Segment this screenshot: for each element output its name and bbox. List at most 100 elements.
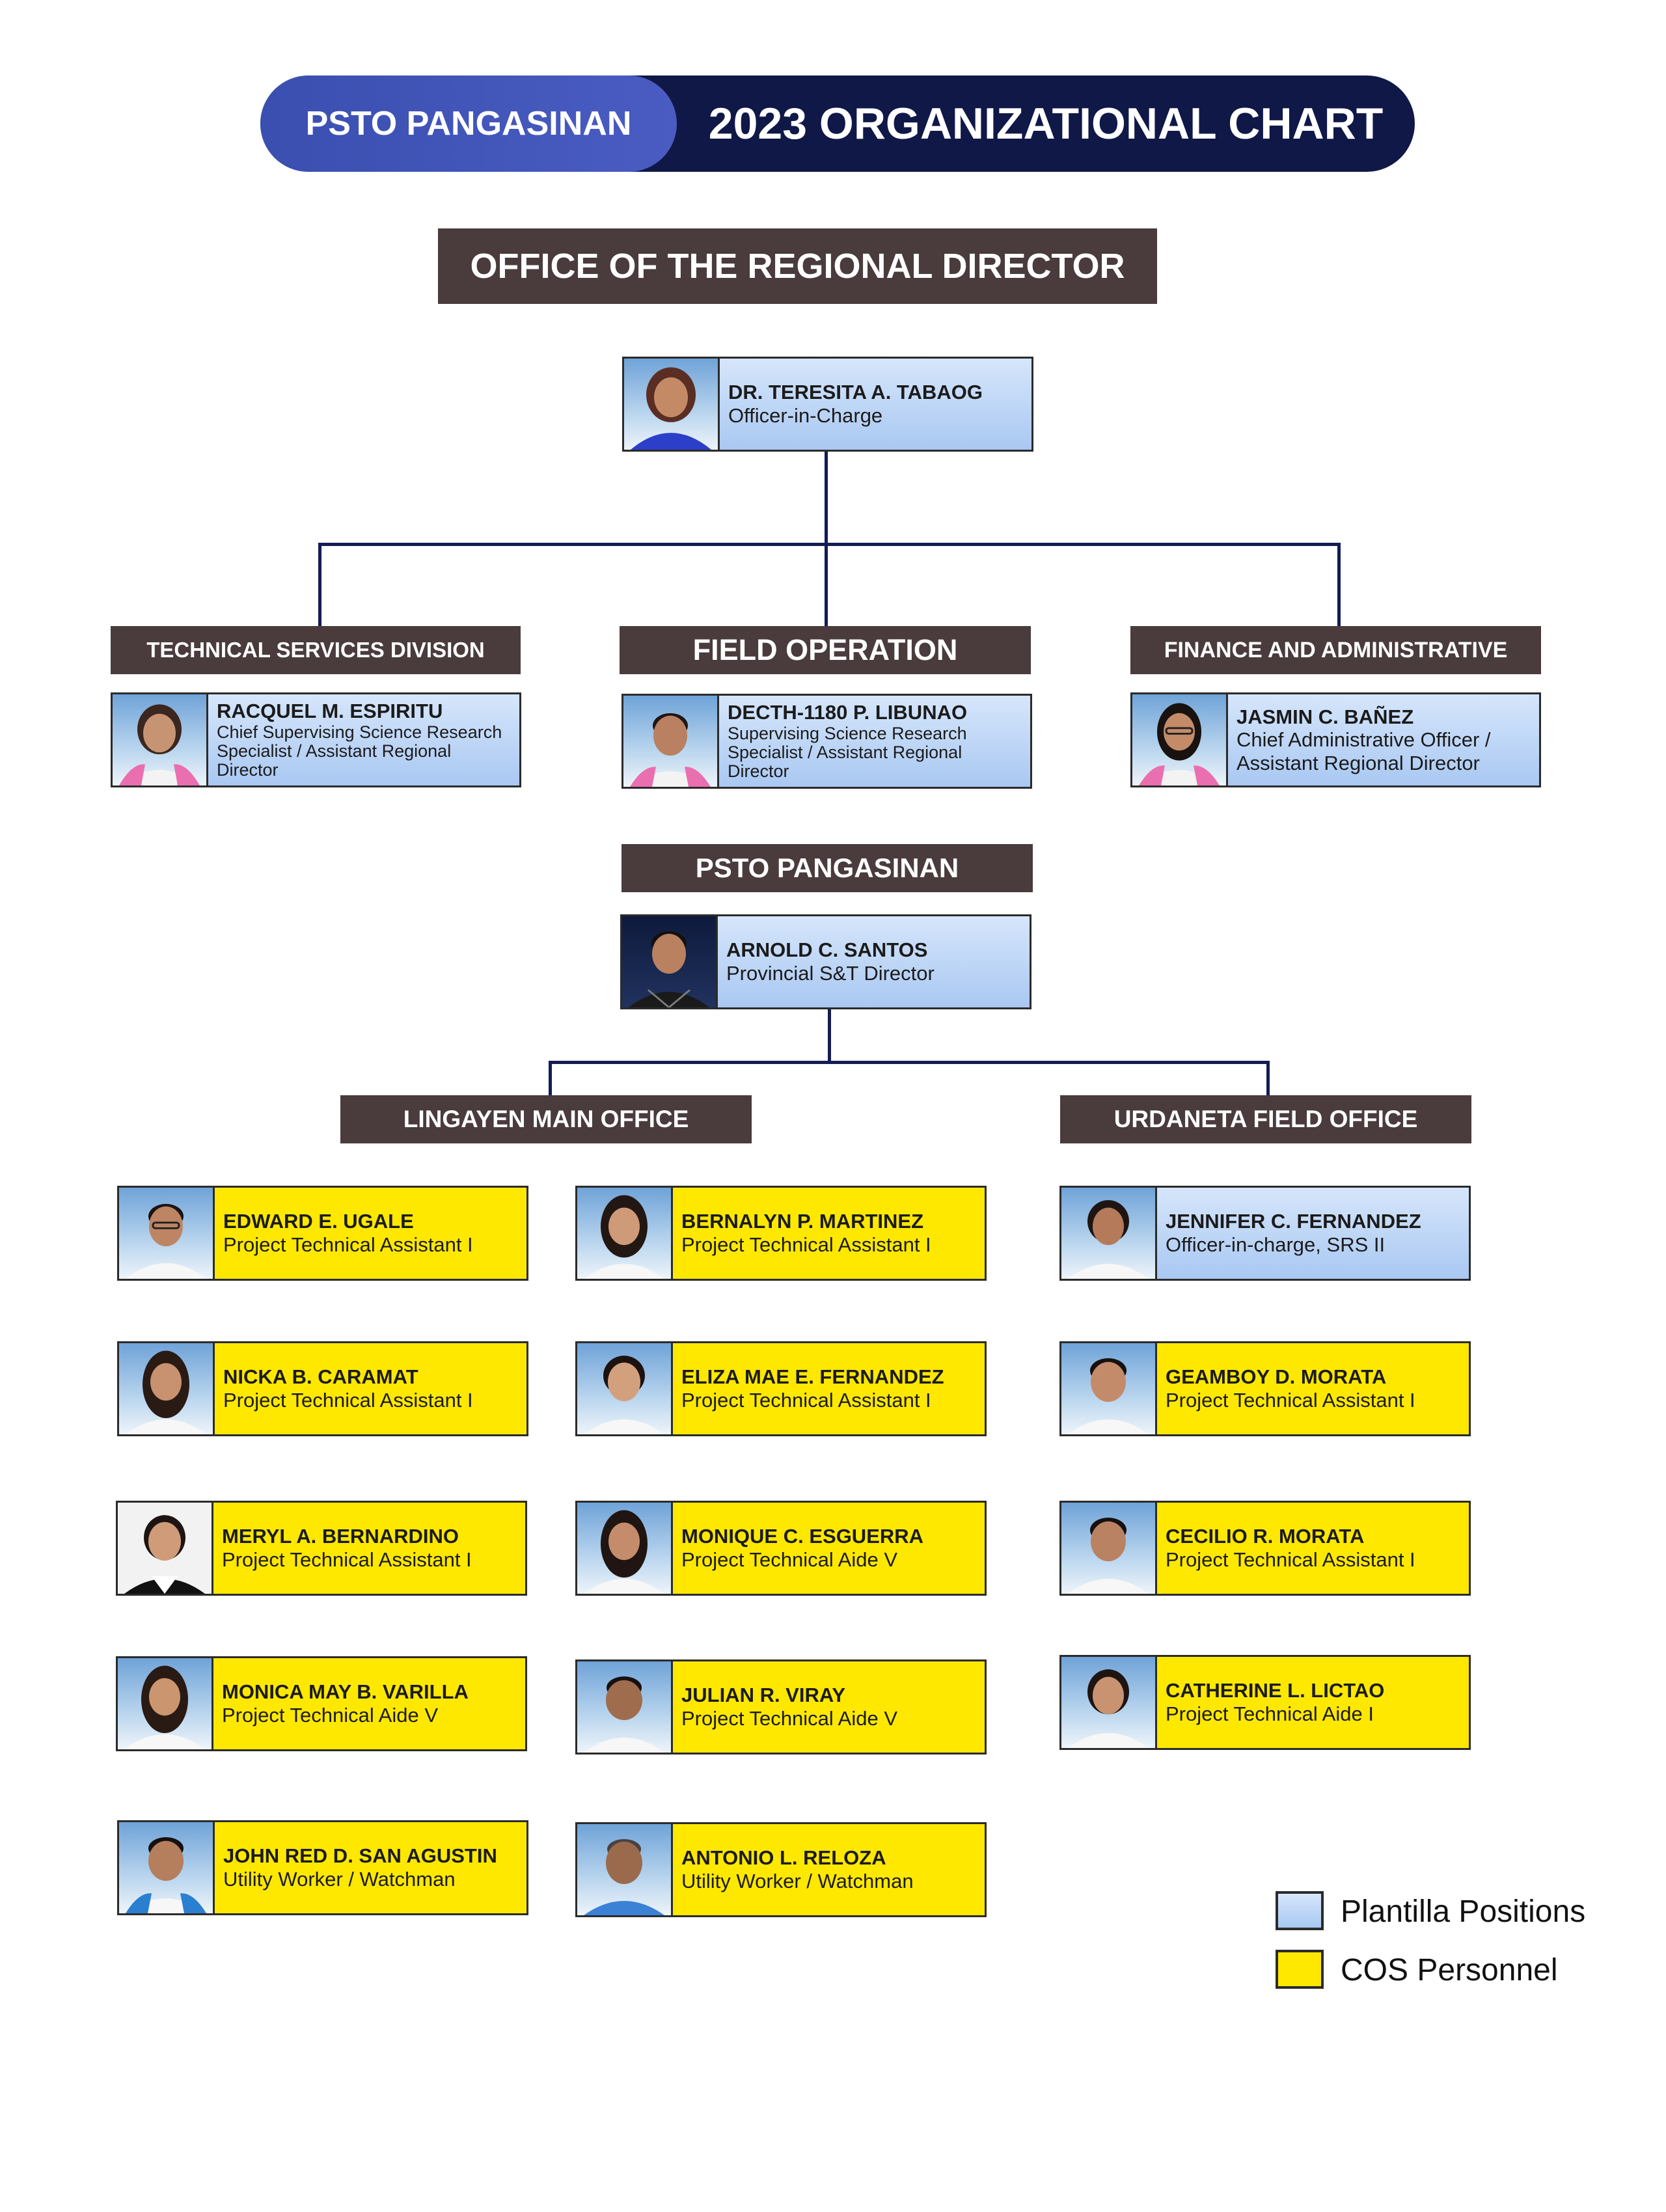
- person-role: Project Technical Assistant I: [1166, 1548, 1415, 1571]
- person-name: BERNALYN P. MARTINEZ: [681, 1210, 924, 1233]
- person-role: Officer-in-Charge: [728, 404, 883, 427]
- person-name: EDWARD E. UGALE: [223, 1210, 414, 1233]
- person-role: Utility Worker / Watchman: [223, 1868, 456, 1891]
- person-name: CATHERINE L. LICTAO: [1166, 1679, 1385, 1702]
- person-name: MERYL A. BERNARDINO: [222, 1525, 459, 1548]
- person-role: Project Technical Assistant I: [223, 1389, 473, 1412]
- section-finance-administrative: FINANCE AND ADMINISTRATIVE: [1130, 626, 1541, 674]
- person-name: CECILIO R. MORATA: [1166, 1525, 1365, 1548]
- person-name: JASMIN C. BAÑEZ: [1236, 705, 1414, 728]
- person-name: GEAMBOY D. MORATA: [1166, 1365, 1387, 1389]
- person-role: Project Technical Assistant I: [1166, 1389, 1415, 1412]
- header-pill: PSTO PANGASINAN 2023 ORGANIZATIONAL CHAR…: [260, 75, 1415, 172]
- connector-line: [1266, 1061, 1270, 1097]
- person-role: Project Technical Aide V: [681, 1707, 898, 1730]
- person-role: Project Technical Aide V: [681, 1548, 898, 1571]
- person-name: ARNOLD C. SANTOS: [726, 938, 928, 962]
- portrait-photo: [1061, 1503, 1157, 1594]
- portrait-photo: [623, 696, 719, 787]
- person-role: Project Technical Aide I: [1166, 1702, 1374, 1725]
- person-name: ELIZA MAE E. FERNANDEZ: [681, 1365, 944, 1389]
- person-name: DR. TERESITA A. TABAOG: [728, 381, 983, 404]
- connector-line: [549, 1061, 552, 1097]
- section-lingayen-main-office: LINGAYEN MAIN OFFICE: [340, 1095, 752, 1143]
- portrait-photo: [577, 1343, 673, 1434]
- person-name: DECTH-1180 P. LIBUNAO: [728, 701, 968, 724]
- portrait-photo: [1061, 1188, 1157, 1279]
- person-name: JULIAN R. VIRAY: [681, 1684, 846, 1707]
- legend-plantilla-swatch: [1276, 1891, 1324, 1930]
- portrait-photo: [577, 1503, 673, 1594]
- connector-line: [1337, 543, 1341, 626]
- section-field-operation: FIELD OPERATION: [620, 626, 1031, 674]
- person-name: ANTONIO L. RELOZA: [681, 1846, 886, 1870]
- header-chart-title: 2023 ORGANIZATIONAL CHART: [708, 99, 1384, 148]
- person-role: Project Technical Assistant I: [681, 1389, 931, 1412]
- connector-line: [318, 543, 321, 626]
- person-role: Utility Worker / Watchman: [681, 1870, 914, 1892]
- portrait-photo: [577, 1661, 673, 1753]
- connector-line: [825, 543, 828, 626]
- legend-cos-label: COS Personnel: [1341, 1953, 1558, 1987]
- person-name: JOHN RED D. SAN AGUSTIN: [223, 1844, 497, 1868]
- person-name: RACQUEL M. ESPIRITU: [217, 700, 443, 723]
- person-name: NICKA B. CARAMAT: [223, 1365, 418, 1389]
- person-role: Project Technical Assistant I: [681, 1233, 931, 1256]
- person-name: JENNIFER C. FERNANDEZ: [1166, 1210, 1421, 1233]
- portrait-photo: [119, 1822, 215, 1913]
- legend-cos-swatch: [1276, 1950, 1324, 1989]
- portrait-photo: [577, 1188, 673, 1279]
- person-name: MONICA MAY B. VARILLA: [222, 1680, 469, 1704]
- person-role: Chief Administrative Officer / Assistant…: [1236, 728, 1491, 774]
- section-psto-pangasinan: PSTO PANGASINAN: [621, 844, 1033, 892]
- portrait-photo: [624, 359, 720, 450]
- legend-plantilla-label: Plantilla Positions: [1341, 1894, 1586, 1929]
- portrait-photo: [1132, 694, 1228, 785]
- person-role: Chief Supervising Science Research Speci…: [217, 722, 502, 780]
- portrait-photo: [622, 916, 718, 1007]
- portrait-photo: [118, 1503, 213, 1594]
- section-technical-services-division: TECHNICAL SERVICES DIVISION: [111, 626, 521, 674]
- person-role: Project Technical Assistant I: [222, 1548, 472, 1571]
- portrait-photo: [1061, 1343, 1157, 1434]
- header-office-name: PSTO PANGASINAN: [305, 105, 632, 143]
- connector-line: [825, 450, 828, 545]
- portrait-photo: [119, 1343, 215, 1434]
- person-role: Project Technical Aide V: [222, 1704, 439, 1727]
- portrait-photo: [118, 1658, 213, 1749]
- person-role: Project Technical Assistant I: [223, 1233, 473, 1256]
- section-urdaneta-field-office: URDANETA FIELD OFFICE: [1060, 1095, 1471, 1143]
- connector-line: [318, 543, 1341, 546]
- connector-line: [828, 1007, 831, 1063]
- portrait-photo: [577, 1824, 673, 1915]
- person-name: MONIQUE C. ESGUERRA: [681, 1525, 924, 1548]
- portrait-photo: [119, 1188, 215, 1279]
- person-role: Supervising Science Research Specialist …: [728, 724, 967, 782]
- person-role: Provincial S&T Director: [726, 962, 935, 985]
- connector-line: [549, 1061, 1270, 1064]
- person-role: Officer-in-charge, SRS II: [1166, 1233, 1386, 1256]
- section-office-regional-director: OFFICE OF THE REGIONAL DIRECTOR: [438, 228, 1157, 304]
- header-left-segment: [260, 75, 677, 172]
- portrait-photo: [1061, 1657, 1157, 1748]
- portrait-photo: [113, 694, 208, 785]
